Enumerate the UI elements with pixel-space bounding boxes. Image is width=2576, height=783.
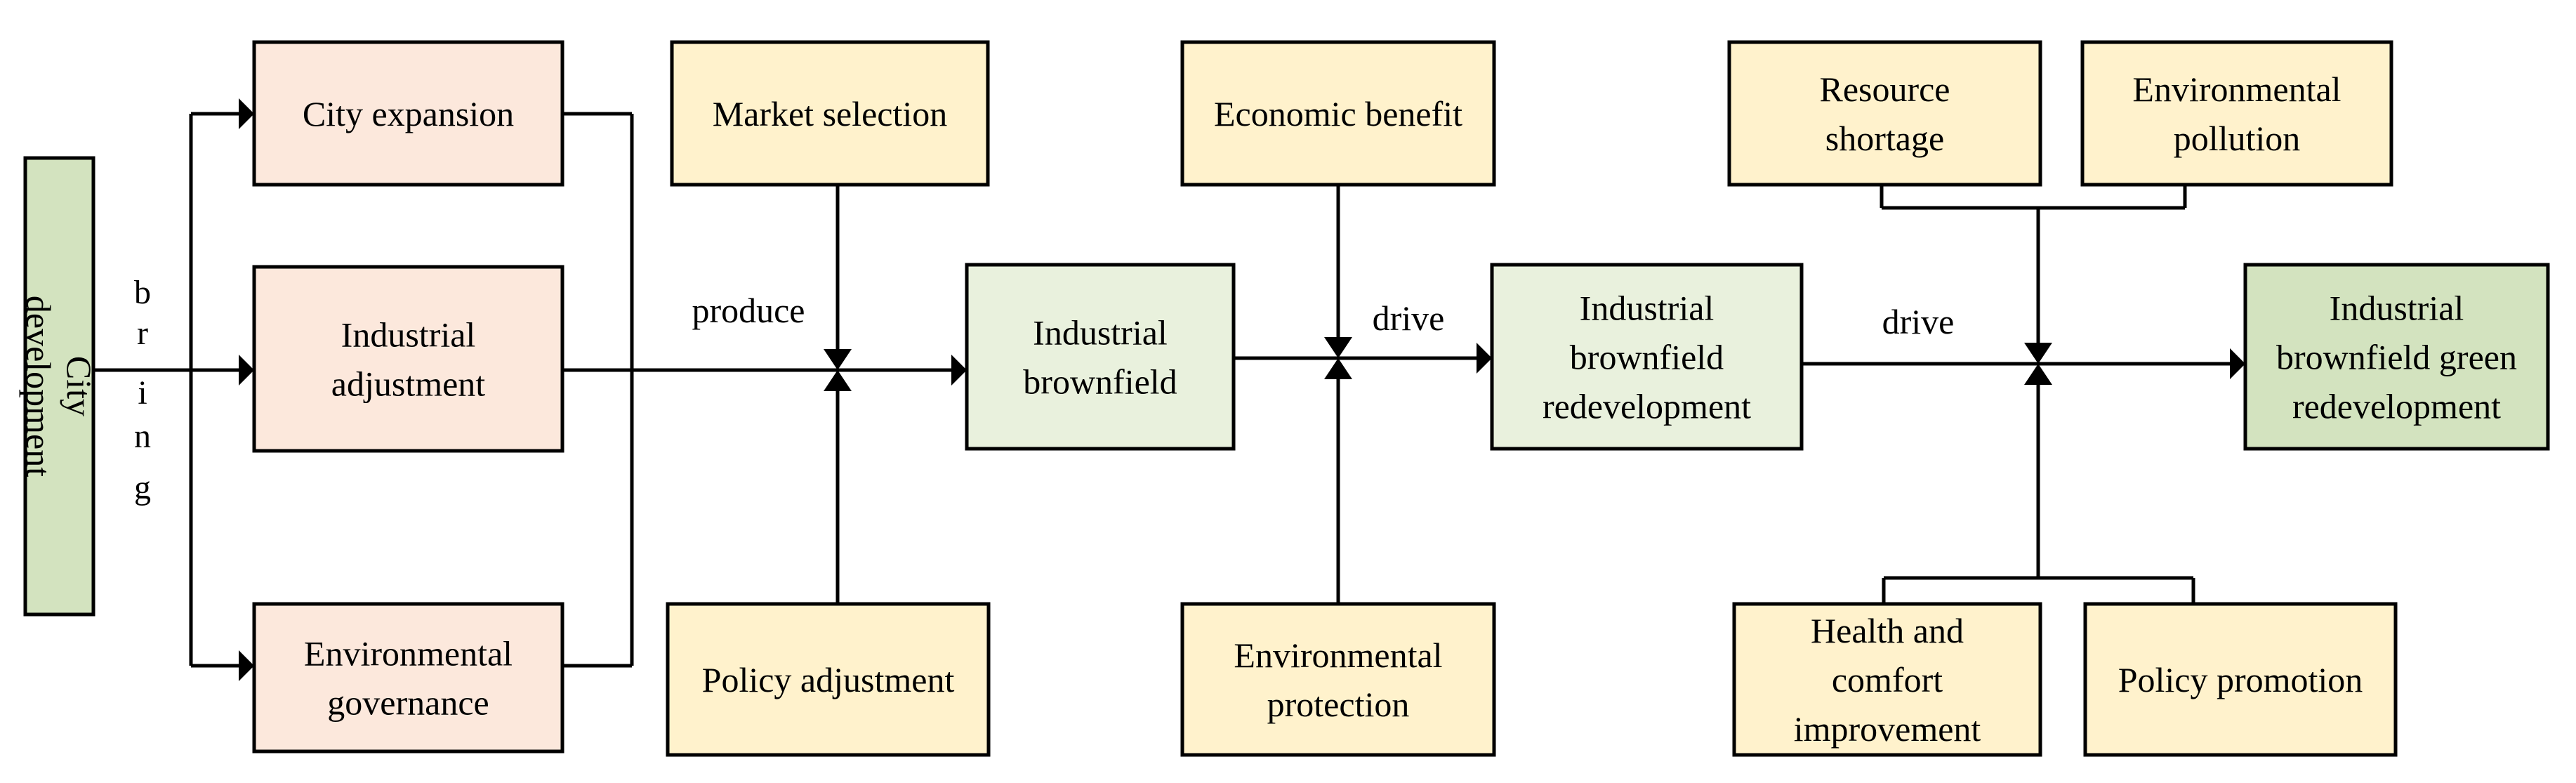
node-label-health-comfort-line-2: comfort: [1832, 660, 1943, 699]
edge-label-produce: produce: [692, 291, 805, 330]
arrowhead-industrial-adjustment: [239, 355, 254, 386]
node-box-industrial-brownfield-redevelopment: [1490, 263, 1804, 451]
node-label-green-redevelopment-line-3: redevelopment: [2292, 387, 2501, 426]
node-text-green-redevelopment: Industrial brownfield green redevelopment: [2276, 289, 2517, 426]
node-box-health-comfort: [1732, 602, 2042, 757]
edge-labels: b r i n g produce drive drive: [134, 274, 1954, 506]
node-policy-promotion: Policy promotion: [2083, 602, 2398, 757]
node-health-comfort: Health and comfort improvement: [1732, 602, 2042, 757]
node-label-industrial-adjustment-line-2: adjustment: [331, 364, 486, 404]
node-label-health-comfort-line-1: Health and: [1811, 611, 1964, 650]
node-box-environmental-governance: [252, 602, 564, 754]
node-label-industrial-brownfield-line-2: brownfield: [1023, 362, 1177, 402]
node-text-city-expansion: City expansion: [303, 94, 514, 133]
node-label-health-comfort-line-3: improvement: [1794, 709, 1981, 749]
node-box-environmental-pollution: [2080, 40, 2393, 187]
node-box-policy-adjustment: [666, 602, 991, 757]
node-label-city-expansion-line-1: City expansion: [303, 94, 514, 133]
node-label-green-redevelopment-line-2: brownfield green: [2276, 338, 2517, 377]
node-label-environmental-protection-line-2: protection: [1267, 685, 1410, 724]
node-label-industrial-brownfield-redevelopment-line-1: Industrial: [1580, 289, 1715, 328]
node-policy-adjustment: Policy adjustment: [666, 602, 991, 757]
node-text-industrial-brownfield-redevelopment: Industrial brownfield redevelopment: [1543, 289, 1751, 426]
node-label-green-redevelopment-line-1: Industrial: [2330, 289, 2464, 328]
node-environmental-governance: Environmental governance: [252, 602, 564, 754]
arrowhead-green-redevelopment: [2230, 348, 2245, 379]
node-text-economic-benefit: Economic benefit: [1214, 94, 1462, 133]
arrowhead-redevelopment: [1477, 343, 1492, 374]
edge-label-bring-1: b: [134, 274, 151, 311]
node-text-environmental-protection: Environmental protection: [1234, 636, 1442, 724]
node-city-expansion: City expansion: [252, 40, 564, 187]
node-text-environmental-governance: Environmental governance: [304, 634, 513, 723]
node-industrial-brownfield: Industrial brownfield: [965, 263, 1236, 451]
junction-2-top: [1324, 337, 1352, 358]
node-label-economic-benefit-line-1: Economic benefit: [1214, 94, 1462, 133]
node-industrial-adjustment: Industrial adjustment: [252, 265, 564, 453]
node-text-market-selection: Market selection: [713, 94, 948, 133]
node-box-economic-benefit: [1180, 40, 1496, 187]
node-label-industrial-brownfield-redevelopment-line-3: redevelopment: [1543, 387, 1751, 426]
node-box-environmental-protection: [1180, 602, 1496, 757]
node-label-policy-adjustment-line-1: Policy adjustment: [702, 660, 955, 699]
node-environmental-protection: Environmental protection: [1180, 602, 1496, 757]
junction-2-bottom: [1324, 358, 1352, 379]
junction-1-bottom: [824, 370, 852, 391]
node-label-environmental-protection-line-1: Environmental: [1234, 636, 1442, 675]
edge-label-drive-1: drive: [1373, 298, 1445, 338]
node-box-city-expansion: [252, 40, 564, 187]
arrowhead-environmental-governance: [239, 650, 254, 681]
node-text-industrial-adjustment: Industrial adjustment: [331, 315, 486, 404]
node-box-industrial-brownfield: [965, 263, 1236, 451]
edge-label-bring-2: r: [137, 315, 148, 352]
edge-label-bring-3: i: [138, 374, 147, 412]
node-market-selection: Market selection: [670, 40, 990, 187]
node-economic-benefit: Economic benefit: [1180, 40, 1496, 187]
arrowhead-industrial-brownfield: [951, 355, 967, 386]
node-text-resource-shortage: Resource shortage: [1819, 70, 1950, 158]
node-label-environmental-governance-line-1: Environmental: [304, 634, 513, 673]
node-text-policy-promotion: Policy promotion: [2118, 660, 2363, 699]
node-label-resource-shortage-line-1: Resource: [1819, 70, 1950, 109]
node-box-industrial-adjustment: [252, 265, 564, 453]
edge-label-bring-5: g: [134, 469, 151, 506]
junction-3-top: [2024, 343, 2052, 364]
node-text-policy-adjustment: Policy adjustment: [702, 660, 955, 699]
node-label-policy-promotion-line-1: Policy promotion: [2118, 660, 2363, 699]
node-label-resource-shortage-line-2: shortage: [1825, 119, 1944, 158]
node-text-health-comfort: Health and comfort improvement: [1794, 611, 1981, 749]
node-label-environmental-governance-line-2: governance: [327, 683, 489, 723]
node-label-city-development-line-1: City: [60, 356, 99, 416]
node-label-environmental-pollution-line-1: Environmental: [2132, 70, 2341, 109]
node-label-environmental-pollution-line-2: pollution: [2174, 119, 2301, 158]
node-box-market-selection: [670, 40, 990, 187]
edge-label-drive-2: drive: [1882, 302, 1955, 341]
junction-1-top: [824, 349, 852, 370]
junction-3-bottom: [2024, 364, 2052, 385]
edge-label-bring-4: n: [134, 418, 151, 455]
node-label-market-selection-line-1: Market selection: [713, 94, 948, 133]
node-resource-shortage: Resource shortage: [1727, 40, 2042, 187]
node-box-policy-promotion: [2083, 602, 2398, 757]
node-green-redevelopment: Industrial brownfield green redevelopment: [2243, 263, 2550, 451]
node-label-industrial-adjustment-line-1: Industrial: [341, 315, 476, 355]
node-box-city-development: [23, 156, 95, 617]
node-text-industrial-brownfield: Industrial brownfield: [1023, 313, 1177, 402]
node-label-city-development-line-2: development: [19, 296, 58, 477]
node-label-industrial-brownfield-redevelopment-line-2: brownfield: [1570, 338, 1724, 377]
node-environmental-pollution: Environmental pollution: [2080, 40, 2393, 187]
connectors: [93, 98, 2245, 681]
node-text-environmental-pollution: Environmental pollution: [2132, 70, 2341, 158]
node-box-resource-shortage: [1727, 40, 2042, 187]
arrowhead-city-expansion: [239, 98, 254, 129]
node-industrial-brownfield-redevelopment: Industrial brownfield redevelopment: [1490, 263, 1804, 451]
node-label-industrial-brownfield-line-1: Industrial: [1033, 313, 1168, 353]
node-box-green-redevelopment: [2243, 263, 2550, 451]
